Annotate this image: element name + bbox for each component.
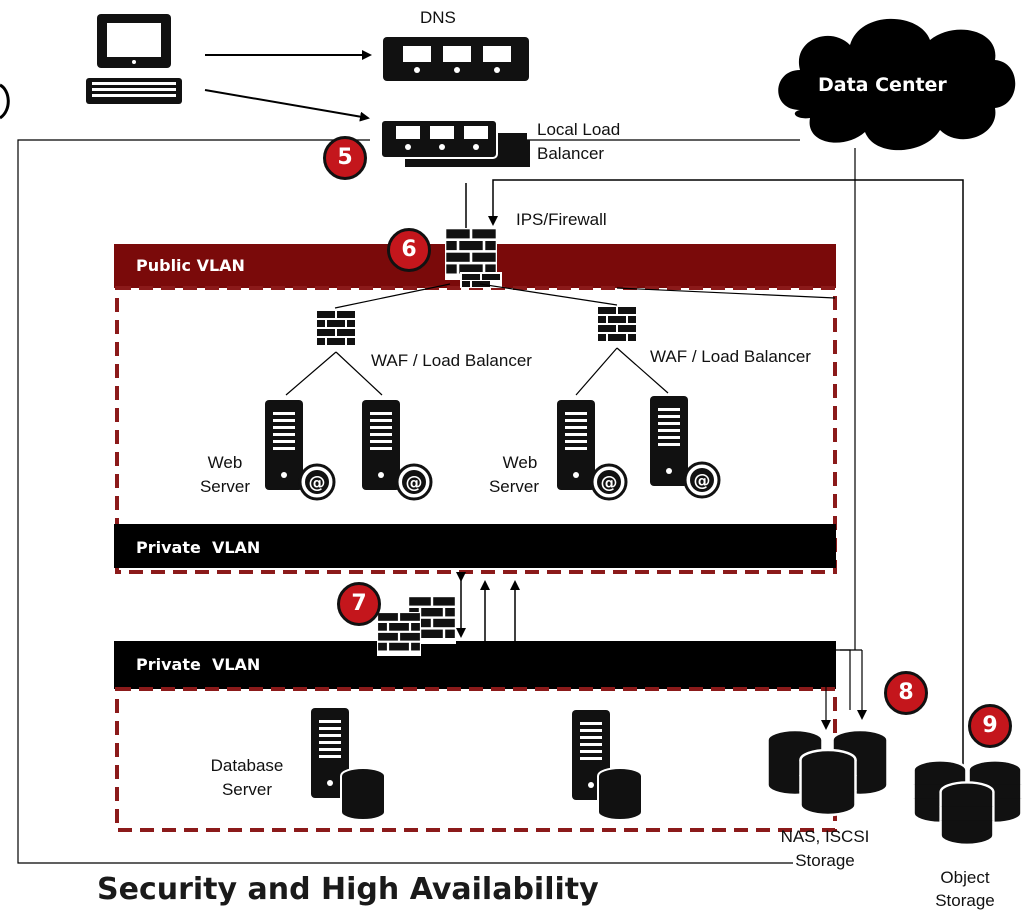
database-server-label-line2: Server (221, 780, 273, 799)
web-server-right-label-line1: Web (502, 453, 538, 472)
nas-storage-label-line2: Storage (795, 851, 855, 870)
step-badge-9: 9 (968, 704, 1012, 748)
nas-storage-icon (766, 728, 889, 817)
step-badge-7: 7 (337, 582, 381, 626)
object-storage-label-line1: Object (940, 868, 990, 887)
web-server-2-icon (362, 400, 433, 501)
web-server-4-icon (650, 396, 721, 499)
private-vlan-top-label: Private VLAN (136, 538, 261, 557)
dns-label: DNS (420, 8, 456, 27)
step-badge-5: 5 (323, 136, 367, 180)
step-badge-6: 6 (387, 228, 431, 272)
nas-storage-label-line1: NAS, ISCSI (780, 827, 870, 846)
waf-right-icon (597, 306, 637, 346)
web-server-right-label-line2: Server (488, 477, 540, 496)
public-vlan-label: Public VLAN (136, 256, 245, 275)
waf-left-label: WAF / Load Balancer (371, 351, 532, 370)
ips-firewall-icon (445, 228, 502, 288)
desktop-computer-icon (86, 14, 182, 104)
datacenter-to-firewall-arrow (488, 179, 964, 795)
local-lb-label-line2: Balancer (537, 144, 605, 163)
web-server-1-icon (265, 400, 336, 501)
outer-connection-line (17, 139, 793, 864)
private-vlan-bottom-zone (115, 687, 837, 832)
private-vlan-bottom-bar (114, 641, 836, 689)
waf-right-label: WAF / Load Balancer (650, 347, 811, 366)
data-center-label: Data Center (818, 74, 947, 96)
vlan-to-nas-arrow-1 (836, 649, 851, 710)
diagram-title: Security and High Availability (97, 872, 599, 907)
step-badge-8: 8 (884, 671, 928, 715)
local-lb-label-line1: Local Load (537, 120, 621, 139)
private-vlan-top-bar (114, 524, 836, 568)
dns-device-icon (383, 37, 529, 81)
database-server-2-icon (572, 710, 643, 821)
web-server-3-icon (557, 400, 628, 501)
local-load-balancer-icon (380, 119, 530, 167)
pc-to-lb-arrow (204, 89, 370, 122)
ips-firewall-label: IPS/Firewall (516, 210, 607, 229)
waf-left-icon (316, 310, 356, 350)
vlan-to-nas-arrow-2 (821, 659, 836, 730)
object-storage-label-line2: Storage (935, 891, 995, 910)
object-storage-icon (912, 759, 1023, 846)
data-center-cloud-icon (778, 18, 1016, 151)
private-vlan-bottom-label: Private VLAN (136, 655, 261, 674)
web-server-left-label-line2: Server (199, 477, 251, 496)
web-server-left-label-line1: Web (207, 453, 243, 472)
database-server-label-line1: Database (210, 756, 284, 775)
database-server-1-icon (311, 708, 386, 821)
